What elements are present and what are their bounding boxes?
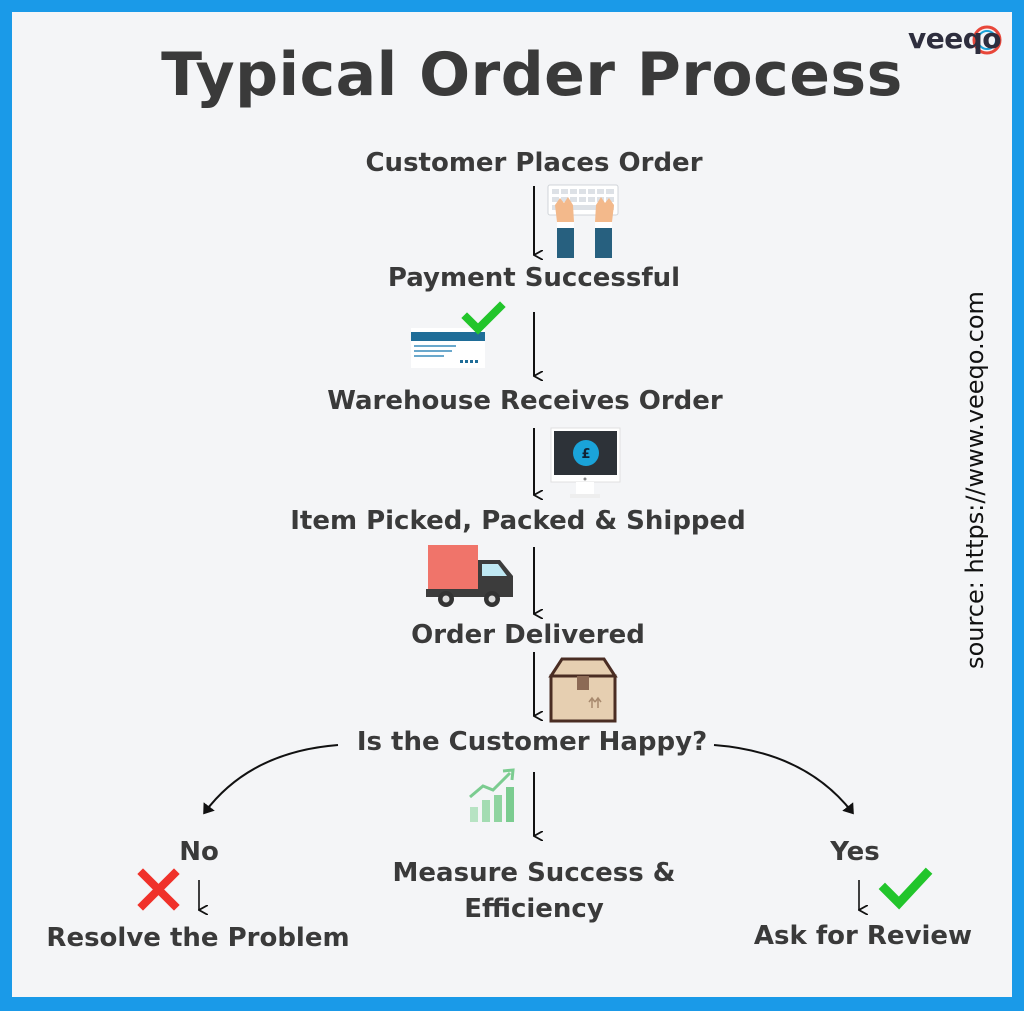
page-title: Typical Order Process — [161, 40, 903, 110]
step-warehouse-receives-order: Warehouse Receives Order — [327, 386, 723, 416]
arrow-branch-no — [203, 744, 339, 815]
arrow-branch-yes — [713, 744, 854, 815]
branch-yes-action: Ask for Review — [753, 921, 973, 951]
source-credit: source: https://www.veeqo.com — [961, 291, 989, 669]
svg-text:£: £ — [581, 447, 590, 462]
monitor-pound-icon: £ — [550, 427, 621, 498]
infographic-frame — [12, 12, 1012, 997]
package-box-icon — [548, 657, 618, 723]
green-check-icon — [878, 867, 933, 910]
step-customer-places-order: Customer Places Order — [365, 148, 703, 178]
veeqo-logo: veeqo — [908, 22, 1002, 55]
branch-yes-label: Yes — [830, 837, 880, 867]
step-payment-successful: Payment Successful — [387, 263, 681, 293]
step-order-delivered: Order Delivered — [411, 620, 645, 650]
red-cross-icon — [137, 868, 180, 911]
keyboard-hands-icon — [547, 184, 619, 258]
growth-chart-icon — [469, 768, 515, 822]
step-customer-happy-question: Is the Customer Happy? — [356, 727, 708, 757]
middle-action-line2: Efficiency — [464, 894, 604, 924]
branch-no-label: No — [179, 837, 219, 867]
payment-card-check-icon — [411, 301, 506, 368]
middle-action-line1: Measure Success & — [392, 858, 676, 888]
branch-no-action: Resolve the Problem — [46, 923, 350, 953]
delivery-truck-icon — [426, 545, 513, 607]
veeqo-logo-ring — [972, 25, 1002, 55]
step-item-picked-packed-shipped: Item Picked, Packed & Shipped — [290, 506, 746, 536]
